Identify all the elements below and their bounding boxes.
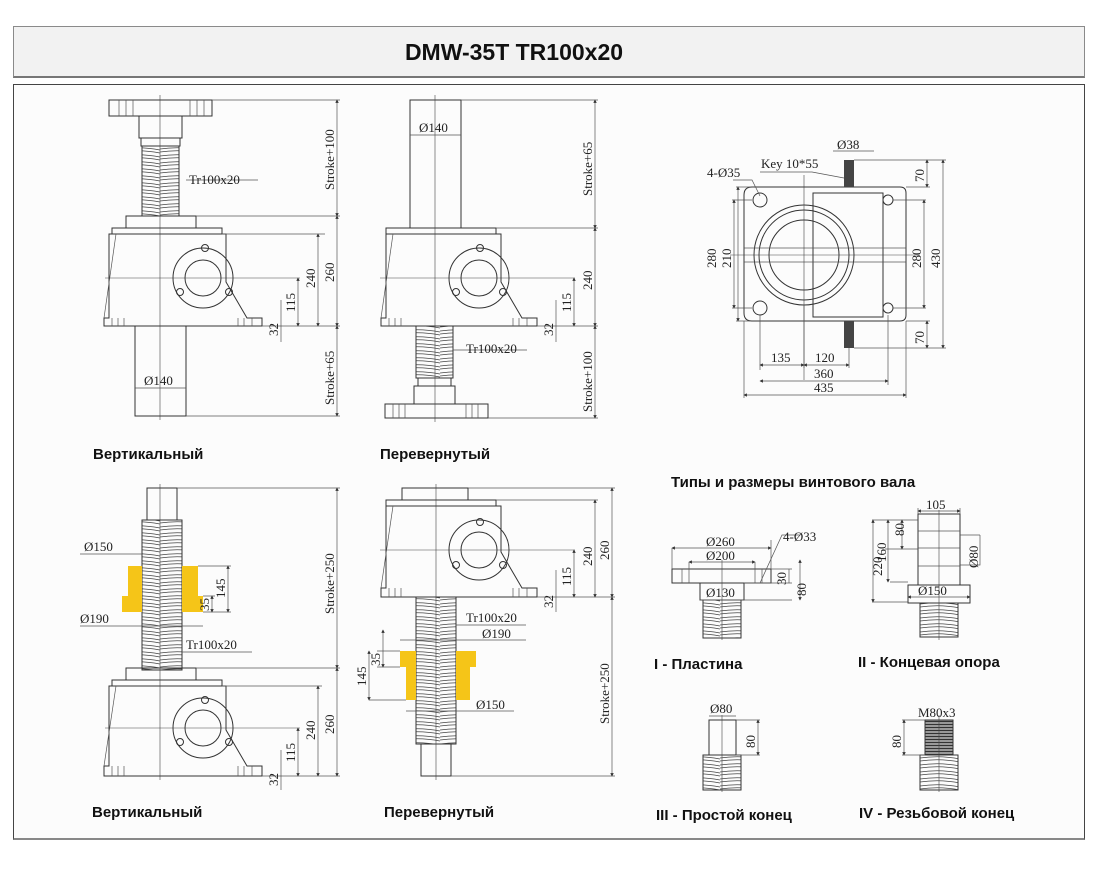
dim-32: 32: [266, 773, 281, 786]
nut-dia-flange: Ø190: [482, 626, 511, 641]
shaft-types-title: Типы и размеры винтового вала: [671, 474, 916, 491]
d200-label: Ø200: [706, 548, 735, 563]
title-bar: DMW-35T TR100x20: [13, 26, 1085, 78]
thread-label: Tr100x20: [466, 610, 517, 625]
stroke-label: Stroke+250: [322, 553, 337, 614]
page-title: DMW-35T TR100x20: [404, 39, 624, 65]
holes-label: 4-Ø33: [783, 529, 816, 544]
h220-label: 220: [870, 557, 885, 577]
dim-115: 115: [283, 293, 298, 312]
dim-240: 240: [580, 547, 595, 567]
dim-430: 430: [928, 249, 943, 269]
caption-threaded-end: IV - Резьбовой конец: [859, 805, 1015, 822]
dim-280-left: 280: [704, 249, 719, 269]
caption-upright-nut: Вертикальный: [92, 804, 203, 821]
d150-label: Ø150: [918, 583, 947, 598]
dim-115: 115: [559, 567, 574, 586]
tube-dia-label: Ø140: [419, 120, 448, 135]
nut-dia-body: Ø150: [476, 697, 505, 712]
key-label: Key 10*55: [761, 156, 818, 171]
dim-35: 35: [197, 598, 212, 611]
dim-240: 240: [580, 271, 595, 291]
h30-label: 30: [774, 572, 789, 585]
dim-70-top: 70: [912, 169, 927, 182]
shaft-type-plate: Ø260 Ø200 4-Ø33 Ø130 30 80: [671, 529, 816, 640]
dim-70-bottom: 70: [912, 331, 927, 344]
dim-145: 145: [354, 667, 369, 687]
holes-label: 4-Ø35: [707, 165, 740, 180]
caption-inverted-nut: Перевернутый: [384, 804, 495, 821]
dim-120: 120: [815, 350, 835, 365]
h160-label: 160: [874, 543, 889, 563]
dim-260: 260: [322, 715, 337, 735]
thread-label: M80x3: [918, 705, 956, 720]
d80-label: Ø80: [966, 546, 981, 568]
dim-35: 35: [368, 653, 383, 666]
dim-280-right: 280: [909, 249, 924, 269]
thread-label: Tr100x20: [186, 637, 237, 652]
dim-360: 360: [814, 366, 834, 381]
caption-end-support: II - Концевая опора: [858, 654, 1000, 671]
shaft-type-end-support: 105 220 160 80 Ø80 Ø150: [870, 497, 981, 640]
dim-260: 260: [322, 263, 337, 283]
shaft-type-threaded-end: M80x3 80: [889, 705, 959, 792]
h80-label: 80: [889, 735, 904, 748]
d80-label: Ø80: [710, 701, 732, 716]
stroke-label: Stroke+250: [597, 663, 612, 724]
stroke-bottom-label: Stroke+100: [580, 351, 595, 412]
dim-240: 240: [303, 269, 318, 289]
thread-label: Tr100x20: [189, 172, 240, 187]
shaft-type-plain-end: Ø80 80: [702, 701, 760, 792]
nut-dia-top: Ø150: [84, 539, 113, 554]
dim-32: 32: [541, 323, 556, 336]
dim-32: 32: [266, 323, 281, 336]
thread-label: Tr100x20: [466, 341, 517, 356]
d130-label: Ø130: [706, 585, 735, 600]
drawing-upright-top: Tr100x20 Ø140 Stroke+100 Stroke+65 260 2…: [103, 95, 340, 420]
dim-260: 260: [597, 541, 612, 561]
h80-label: 80: [892, 523, 907, 536]
shaft-dia-label: Ø38: [837, 137, 859, 152]
dim-135: 135: [771, 350, 791, 365]
stroke-top-label: Stroke+65: [580, 142, 595, 196]
caption-inverted-top: Перевернутый: [380, 446, 491, 463]
tube-dia-label: Ø140: [144, 373, 173, 388]
caption-upright-top: Вертикальный: [93, 446, 204, 463]
stroke-bottom-label: Stroke+65: [322, 351, 337, 405]
h80-label: 80: [743, 735, 758, 748]
dim-435: 435: [814, 380, 834, 395]
h80-label: 80: [794, 583, 809, 596]
dim-115: 115: [559, 293, 574, 312]
dim-240: 240: [303, 721, 318, 741]
stroke-top-label: Stroke+100: [322, 129, 337, 190]
drawing-plan-view: Ø38 Key 10*55 4-Ø35 280 210 280 430 70 7…: [704, 137, 946, 398]
dim-32: 32: [541, 595, 556, 608]
dim-145: 145: [213, 579, 228, 599]
dim-115: 115: [283, 743, 298, 762]
drawing-inverted-top: Ø140 Tr100x20 Stroke+65 Stroke+100 240 1…: [380, 95, 598, 422]
caption-plain-end: III - Простой конец: [656, 807, 792, 824]
d260-label: Ø260: [706, 534, 735, 549]
dim-210: 210: [719, 249, 734, 269]
w105-label: 105: [926, 497, 946, 512]
caption-plate: I - Пластина: [654, 656, 743, 673]
nut-dia-flange: Ø190: [80, 611, 109, 626]
drawing-upright-nut: Ø150 Ø190 Tr100x20 145 35 Stroke+250 260…: [80, 484, 340, 790]
drawing-inverted-nut: Tr100x20 Ø190 Ø150 35 145 Stroke+250 260…: [354, 484, 615, 780]
